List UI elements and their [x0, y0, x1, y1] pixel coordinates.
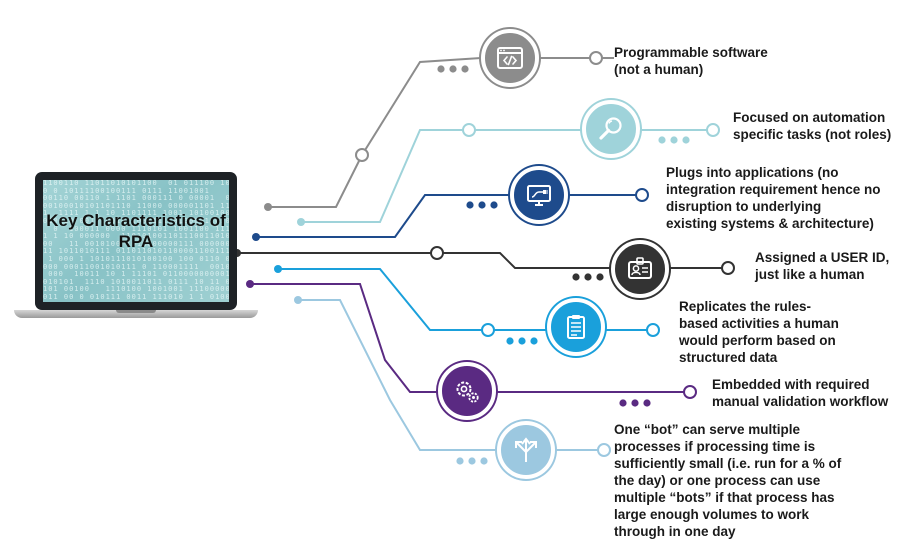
gears-icon: [438, 362, 496, 420]
connector-line-7: [298, 299, 604, 451]
code-window-icon: [481, 29, 539, 87]
laptop-screen-frame: 1100110 11011010101100 01 011100 1010010…: [35, 172, 237, 310]
ellipsis-dot-6-1: [619, 399, 627, 407]
connector-line-3: [256, 194, 642, 238]
ellipsis-dot-4-2: [584, 273, 592, 281]
connector-node-2-1: [462, 123, 476, 137]
connector-node-4-2: [721, 261, 735, 275]
connector-node-6-1: [683, 385, 697, 399]
laptop: 1100110 11011010101100 01 011100 1010010…: [14, 172, 258, 322]
split-arrows-icon: [497, 421, 555, 479]
ellipsis-dot-6-3: [643, 399, 651, 407]
connector-line-2: [301, 129, 713, 223]
connector-start-dot-5: [274, 265, 282, 273]
id-badge-icon: [611, 240, 669, 298]
connector-start-dot-6: [246, 280, 254, 288]
connector-start-dot-7: [294, 296, 302, 304]
binary-pattern: 1100110 11011010101100 01 011100 1010010…: [43, 180, 229, 302]
connector-node-7-1: [597, 443, 611, 457]
ellipsis-dot-1-1: [437, 65, 445, 73]
ellipsis-dot-3-3: [490, 201, 498, 209]
laptop-notch: [116, 310, 156, 313]
magnifier-icon: [582, 100, 640, 158]
connector-line-6: [250, 283, 690, 393]
connector-start-dot-2: [297, 218, 305, 226]
ellipsis-dot-7-1: [456, 457, 464, 465]
ellipsis-dot-1-2: [449, 65, 457, 73]
ellipsis-dot-2-2: [670, 136, 678, 144]
characteristic-label-4: Assigned a USER ID,just like a human: [755, 250, 890, 282]
connector-start-dot-1: [264, 203, 272, 211]
ellipsis-dot-7-2: [468, 457, 476, 465]
ellipsis-dot-5-1: [506, 337, 514, 345]
connector-node-3-1: [635, 188, 649, 202]
connector-start-dot-3: [252, 233, 260, 241]
connector-node-5-1: [481, 323, 495, 337]
ellipsis-dot-7-3: [480, 457, 488, 465]
ellipsis-dot-2-3: [682, 136, 690, 144]
connector-node-2-2: [706, 123, 720, 137]
ellipsis-dot-6-2: [631, 399, 639, 407]
clipboard-icon: [547, 298, 605, 356]
ellipsis-dot-3-2: [478, 201, 486, 209]
ellipsis-dot-3-1: [466, 201, 474, 209]
plug-monitor-icon: [510, 166, 568, 224]
characteristic-label-5: Replicates the rules-based activities a …: [679, 299, 839, 365]
connector-node-4-1: [430, 246, 444, 260]
ellipsis-dot-2-1: [658, 136, 666, 144]
characteristic-label-1: Programmable software(not a human): [614, 45, 768, 77]
ellipsis-dot-4-1: [572, 273, 580, 281]
ellipsis-dot-5-2: [518, 337, 526, 345]
connector-line-1: [268, 57, 614, 208]
center-title: Key Characteristics of RPA: [46, 211, 226, 251]
laptop-screen: 1100110 11011010101100 01 011100 1010010…: [43, 180, 229, 302]
ellipsis-dot-1-3: [461, 65, 469, 73]
connector-node-5-2: [646, 323, 660, 337]
connector-node-1-1: [355, 148, 369, 162]
laptop-base: [14, 310, 258, 318]
ellipsis-dot-4-3: [596, 273, 604, 281]
connector-node-1-2: [589, 51, 603, 65]
ellipsis-dot-5-3: [530, 337, 538, 345]
